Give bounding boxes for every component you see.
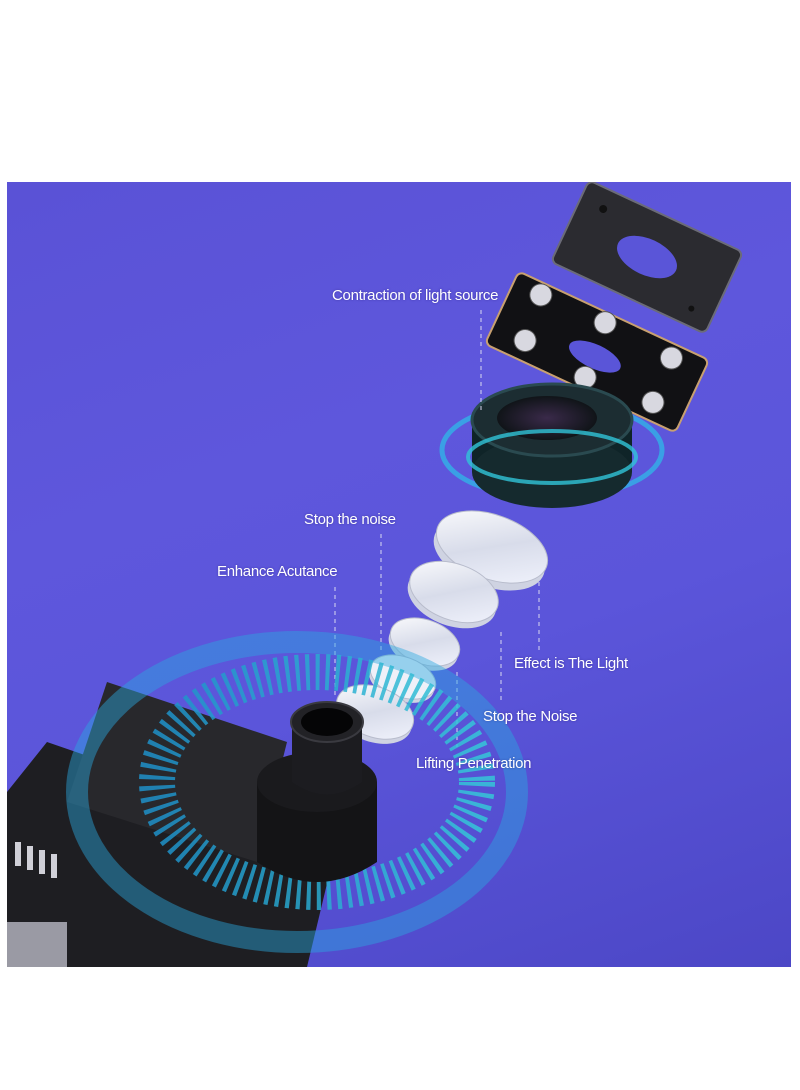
label-stop-the-noise-top: Stop the noise — [304, 511, 396, 528]
label-stop-the-noise-bottom: Stop the Noise — [483, 708, 578, 725]
label-enhance-acutance: Enhance Acutance — [217, 563, 338, 580]
teal-ring-effect — [66, 631, 528, 953]
lens-module-illustration — [7, 182, 743, 967]
label-lifting-penetration: Lifting Penetration — [416, 755, 532, 772]
lens-barrel — [439, 382, 665, 508]
led-board — [485, 272, 709, 432]
sensor-board — [7, 682, 337, 967]
bottom-lens-barrel — [257, 701, 377, 882]
mounting-plate — [551, 182, 743, 333]
label-contraction-of-light-source: Contraction of light source — [332, 287, 499, 304]
product-image-panel: Contraction of light source Stop the noi… — [7, 182, 791, 967]
label-effect-is-the-light: Effect is The Light — [514, 655, 628, 672]
